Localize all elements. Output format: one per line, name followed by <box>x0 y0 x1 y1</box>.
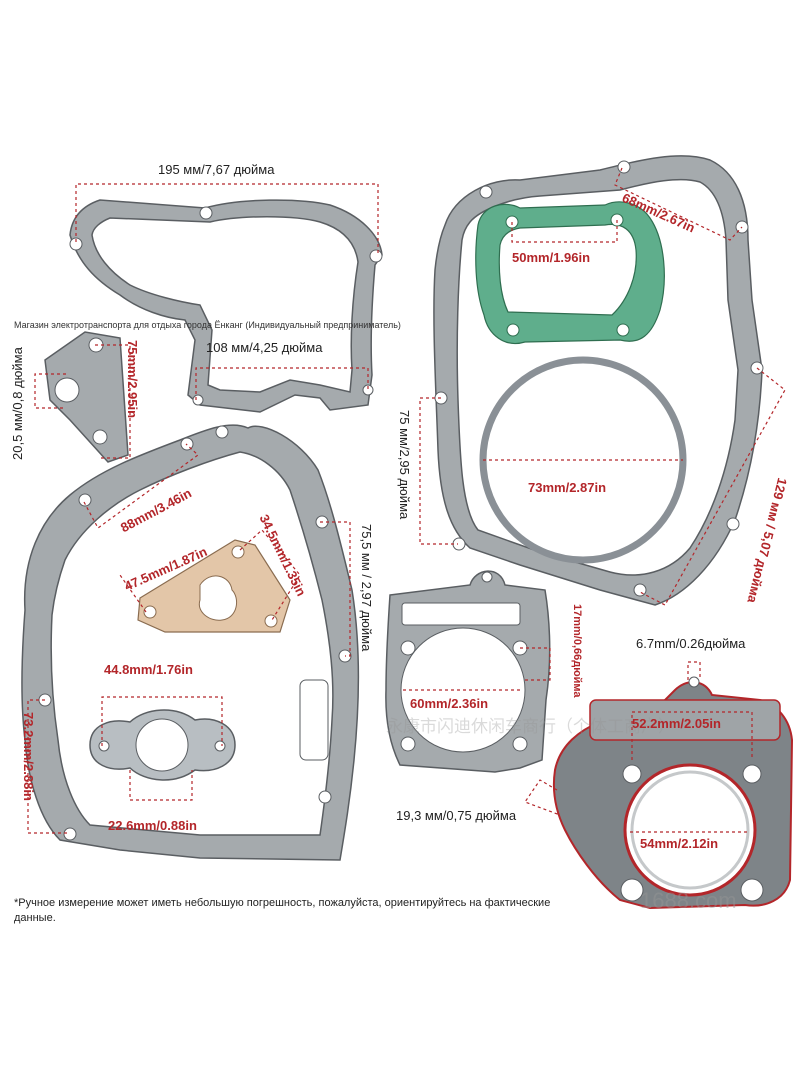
oil-plate-gasket <box>137 539 291 633</box>
intake-bore-label: 22.6mm/0.88in <box>108 818 197 833</box>
watermark-cn: 永康市闪迪休闲车商行（个体工商户） <box>386 717 675 736</box>
crankcase-gasket <box>21 424 360 861</box>
measurement-note: *Ручное измерение может иметь небольшую … <box>14 897 551 924</box>
head-gasket <box>552 676 794 910</box>
head-left-label: 19,3 мм/0,75 дюйма <box>396 808 517 823</box>
small-plate-width-label: 20,5 мм/0,8 дюйма <box>10 347 25 460</box>
crankcase-side-label: 75,5 мм / 2,97 дюйма <box>359 524 374 652</box>
cylinder-base-gasket <box>385 570 551 773</box>
cylinder-side-label: 17mm/0,66дюйма <box>571 604 583 698</box>
right-cover-gasket <box>433 155 764 606</box>
small-plate-gasket <box>44 331 129 463</box>
shop-name: Магазин электротранспорта для отдыха гор… <box>14 320 401 330</box>
green-gasket <box>475 201 665 344</box>
small-plate-height-label: 75mm/2.95in <box>125 340 140 419</box>
head-bore-label: 54mm/2.12in <box>640 836 719 851</box>
cylinder-bore-label: 60mm/2.36in <box>410 696 489 711</box>
intake-flange-gasket <box>89 709 236 781</box>
right-cover-left-label: 75 мм/2,95 дюйма <box>397 410 412 520</box>
measurement-lines <box>27 167 786 834</box>
crankcase-left-label: 73.2mm/2.88in <box>21 712 36 801</box>
watermark-url: 1688.com <box>640 888 737 913</box>
head-width-label: 52.2mm/2.05in <box>632 716 721 731</box>
exhaust-width-label: 50mm/1.96in <box>512 250 591 265</box>
round-gasket-label: 73mm/2.87in <box>528 480 607 495</box>
head-top-label: 6.7mm/0.26дюйма <box>636 636 746 651</box>
cover-bottom-label: 108 мм/4,25 дюйма <box>206 340 323 355</box>
intake-span-label: 44.8mm/1.76in <box>104 662 193 677</box>
cover-width-label: 195 мм/7,67 дюйма <box>158 162 275 177</box>
